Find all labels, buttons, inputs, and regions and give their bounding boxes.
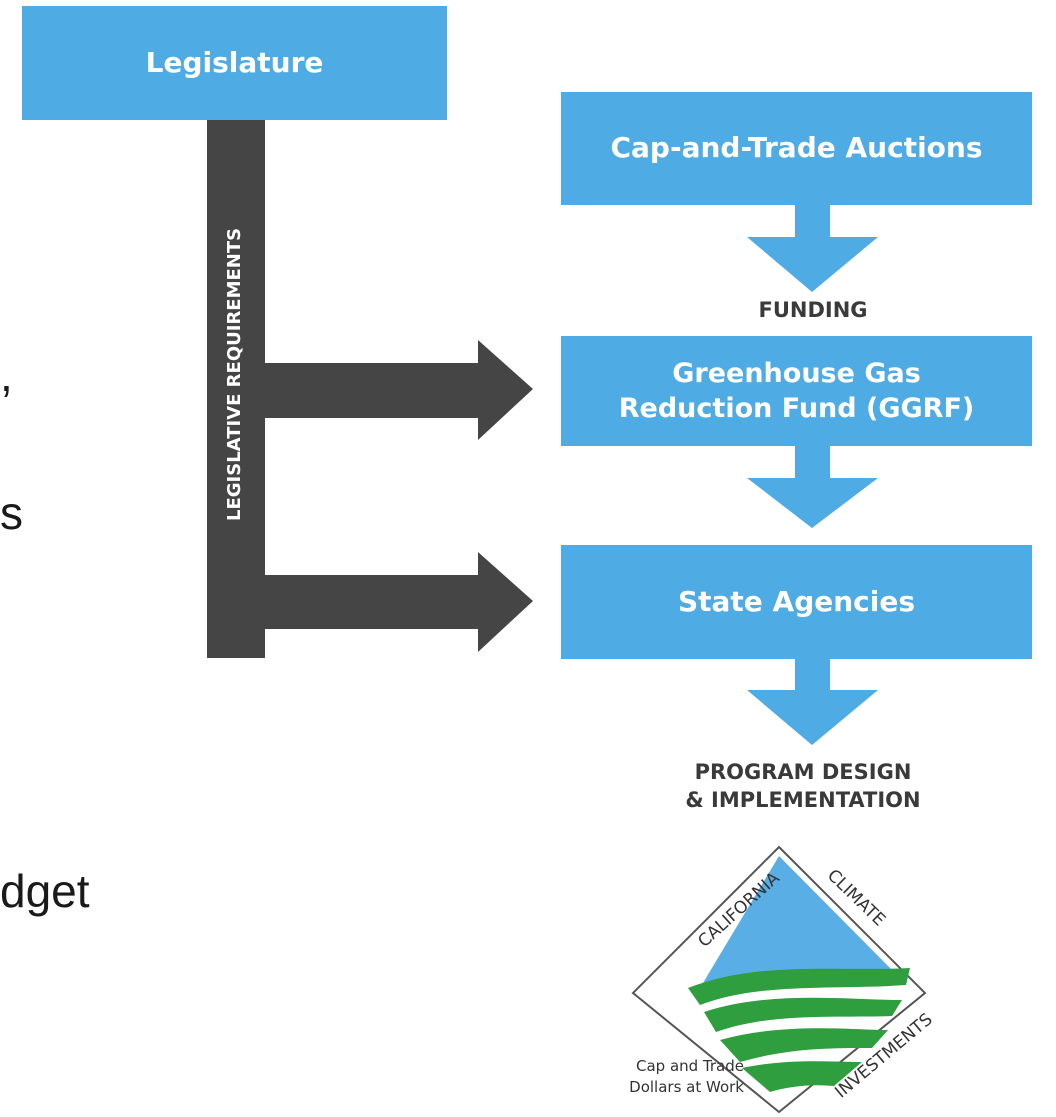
left-text-fragment-1: , — [0, 349, 13, 401]
program-line-2: & IMPLEMENTATION — [685, 788, 921, 813]
program-design-caption: PROGRAM DESIGN & IMPLEMENTATION — [620, 758, 986, 815]
logo-tagline: Cap and Trade Dollars at Work — [574, 1056, 744, 1098]
arrow-to-state-agencies — [265, 552, 533, 652]
state-agencies-box: State Agencies — [561, 545, 1032, 659]
ggrf-box: Greenhouse Gas Reduction Fund (GGRF) — [561, 336, 1032, 446]
logo-blue-sky — [700, 856, 895, 988]
ggrf-label-line2: Reduction Fund (GGRF) — [618, 393, 975, 424]
arrow-to-ggrf — [265, 340, 533, 440]
legislature-box: Legislature — [22, 6, 447, 120]
cap-and-trade-box: Cap-and-Trade Auctions — [561, 92, 1032, 205]
legislature-label: Legislature — [145, 45, 324, 79]
logo-green-band-2 — [704, 997, 902, 1032]
state-agencies-label: State Agencies — [677, 584, 916, 618]
left-text-fragment-3: dget — [0, 865, 90, 917]
cap-and-trade-label: Cap-and-Trade Auctions — [610, 131, 983, 165]
logo-tagline-line1: Cap and Trade — [635, 1057, 744, 1075]
logo-green-band-4 — [742, 1061, 862, 1092]
arrow-down-ggrf — [747, 446, 878, 528]
logo-tagline-line2: Dollars at Work — [629, 1078, 744, 1096]
arrow-down-funding — [747, 205, 878, 292]
ggrf-label-line1: Greenhouse Gas — [672, 357, 921, 389]
arrow-down-program — [747, 659, 878, 745]
legislative-requirements-bar — [207, 120, 265, 658]
left-text-fragment-2: s — [0, 487, 23, 539]
program-line-1: PROGRAM DESIGN — [694, 760, 912, 784]
funding-label: FUNDING — [758, 298, 868, 322]
logo-green-band-1 — [688, 968, 910, 1005]
logo-green-band-3 — [720, 1028, 888, 1062]
